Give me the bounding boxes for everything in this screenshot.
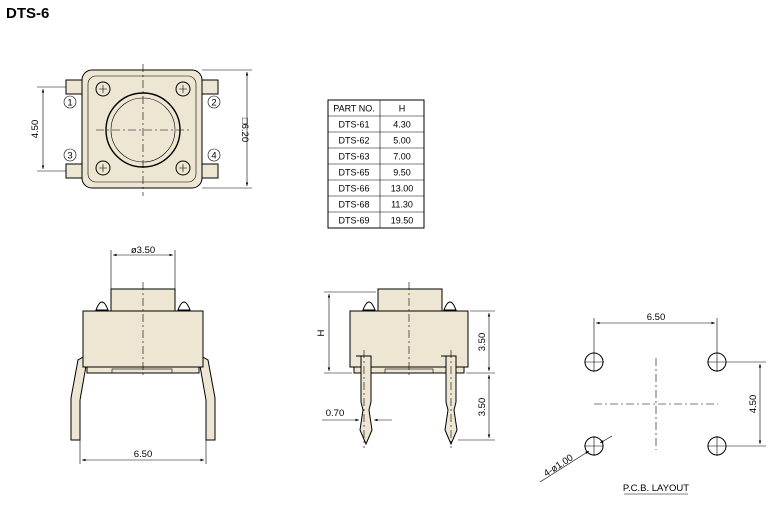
pcb-layout-caption: P.C.B. LAYOUT xyxy=(623,483,689,494)
table-header-h: H xyxy=(399,104,406,114)
table-cell-h: 5.00 xyxy=(393,136,411,146)
lead-right xyxy=(199,355,216,441)
table-cell-part: DTS-62 xyxy=(338,136,369,146)
corner-pins xyxy=(95,81,191,176)
top-view: 1 2 3 4 4.50 □6.20 xyxy=(30,64,252,196)
dim-height-h: H xyxy=(316,329,327,336)
svg-text:3: 3 xyxy=(67,151,72,162)
table-cell-part: DTS-63 xyxy=(338,152,369,162)
dim-lead-pitch: 6.50 xyxy=(134,449,153,460)
pcb-hole xyxy=(707,436,727,456)
switch-body-top xyxy=(81,69,203,189)
table-cell-h: 19.50 xyxy=(391,216,414,226)
pcb-layout: 6.50 4.50 4-ø1.00 P.C.B. LAYOUT xyxy=(539,312,766,495)
table-cell-h: 4.30 xyxy=(393,120,411,130)
dim-body-size: □6.20 xyxy=(239,118,250,142)
switch-body-inner xyxy=(87,75,197,183)
pin-number-4: 4 xyxy=(207,148,221,162)
svg-text:4: 4 xyxy=(211,151,216,162)
pin-number-2: 2 xyxy=(207,95,221,109)
dim-pcb-vertical: 4.50 xyxy=(748,395,759,414)
svg-text:1: 1 xyxy=(67,98,72,109)
svg-text:2: 2 xyxy=(211,98,216,109)
table-cell-part: DTS-69 xyxy=(338,216,369,226)
dim-pitch-vertical: 4.50 xyxy=(30,120,41,139)
table-cell-part: DTS-66 xyxy=(338,184,369,194)
table-cell-part: DTS-65 xyxy=(338,168,369,178)
lead-left xyxy=(70,355,87,441)
dim-hole-diameter: 4-ø1.00 xyxy=(542,452,575,479)
page-title: DTS-6 xyxy=(6,5,49,22)
pcb-hole xyxy=(584,436,604,456)
table-cell-h: 9.50 xyxy=(393,168,411,178)
dim-body-height: 3.50 xyxy=(477,333,488,352)
table-cell-h: 13.00 xyxy=(391,184,414,194)
pin-number-3: 3 xyxy=(63,148,77,162)
pin-number-1: 1 xyxy=(63,95,77,109)
table-cell-part: DTS-61 xyxy=(338,120,369,130)
front-view: ø3.50 6.50 xyxy=(70,245,216,464)
pcb-hole xyxy=(707,352,727,372)
side-view: H 3.50 3.50 0.70 xyxy=(316,282,495,448)
table-header-part: PART NO. xyxy=(333,104,375,114)
pcb-hole xyxy=(584,352,604,372)
side-actuator xyxy=(377,288,443,312)
dim-lead-length: 3.50 xyxy=(477,398,488,417)
dim-pcb-horizontal: 6.50 xyxy=(647,312,666,323)
table-cell-h: 11.30 xyxy=(391,200,413,210)
dim-lead-width: 0.70 xyxy=(326,408,345,419)
dim-actuator-diameter: ø3.50 xyxy=(131,245,155,256)
table-cell-part: DTS-68 xyxy=(338,200,369,210)
table-cell-h: 7.00 xyxy=(393,152,411,162)
side-lead-right xyxy=(441,355,458,446)
